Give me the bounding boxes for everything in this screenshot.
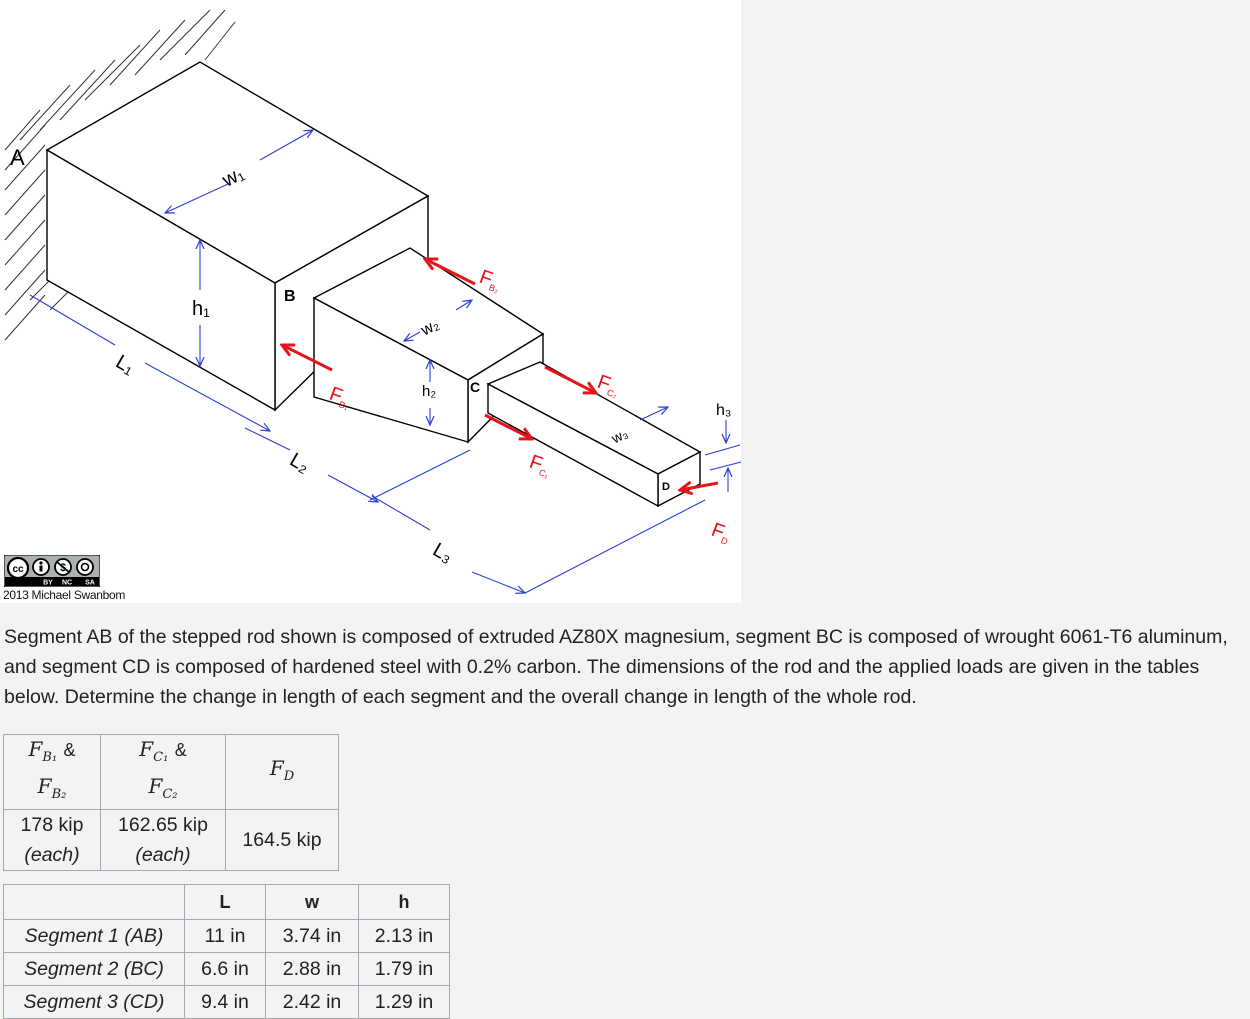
label-l1: L₁: [112, 351, 139, 379]
force-arrow-fd: [680, 483, 719, 490]
nc-text: NC: [62, 580, 72, 587]
loads-header-row: FB₁ & FB₂ FC₁ & FC₂ FD: [3, 734, 339, 810]
width-value: 2.88 in: [265, 952, 359, 986]
segment-ab-block: [45, 61, 430, 412]
label-w2: w₂: [417, 316, 442, 340]
label-fc1: FC₁: [526, 451, 554, 480]
header-fb: FB₁ & FB₂: [3, 734, 101, 810]
by-text: BY: [43, 580, 53, 587]
width-value: 2.42 in: [265, 985, 359, 1019]
value-fb: 178 kip(each): [3, 809, 101, 871]
wall-hatching: [4, 9, 236, 341]
height-value: 2.13 in: [358, 919, 450, 953]
length-value: 9.4 in: [184, 985, 266, 1019]
problem-statement: Segment AB of the stepped rod shown is c…: [4, 626, 1228, 708]
label-b: B: [284, 288, 296, 305]
stepped-rod-diagram: A B C D w₁ w₂ w₃ h₁ h₂ h₃ L₁ L₂ L₃ FB₂ F…: [4, 9, 741, 603]
force-arrow-fc2: [544, 365, 596, 393]
rod-figure: A B C D w₁ w₂ w₃ h₁ h₂ h₃ L₁ L₂ L₃ FB₂ F…: [0, 0, 741, 603]
segment-cd-block: [486, 361, 702, 508]
label-h3: h₃: [716, 402, 731, 419]
height-value: 1.29 in: [358, 985, 450, 1019]
cc-license-badge: cc $ BY NC SA: [4, 555, 100, 587]
length-value: 11 in: [184, 919, 266, 953]
height-value: 1.79 in: [358, 952, 450, 986]
length-value: 6.6 in: [184, 952, 266, 986]
image-credit: 2013 Michael Swanbom: [3, 588, 126, 602]
label-fb2: FB₂: [476, 266, 505, 295]
segment-name: Segment 1 (AB): [3, 919, 185, 953]
dimension-lines: [29, 130, 741, 593]
segment-name: Segment 3 (CD): [3, 985, 185, 1019]
segment-name: Segment 2 (BC): [3, 952, 185, 986]
header-w: w: [265, 884, 359, 920]
header-fd: FD: [225, 734, 339, 810]
dimensions-table: L w h Segment 1 (AB) 11 in 3.74 in 2.13 …: [3, 884, 450, 1019]
value-fc: 162.65 kip(each): [100, 809, 226, 871]
cc-text: cc: [12, 564, 24, 575]
width-value: 3.74 in: [265, 919, 359, 953]
label-h2: h₂: [422, 383, 436, 400]
share-alike-icon: [76, 558, 94, 576]
loads-table: FB₁ & FB₂ FC₁ & FC₂ FD 178 kip(each) 162…: [3, 734, 339, 871]
header-blank: [3, 884, 185, 920]
header-h: h: [358, 884, 450, 920]
force-arrows: [282, 259, 719, 490]
label-fd: FD: [708, 519, 734, 547]
label-l3: L₃: [429, 539, 457, 568]
table-row: Segment 2 (BC) 6.6 in 2.88 in 1.79 in: [3, 952, 450, 986]
table-row: Segment 1 (AB) 11 in 3.74 in 2.13 in: [3, 919, 450, 953]
label-fc2: FC₂: [594, 371, 623, 400]
loads-value-row: 178 kip(each) 162.65 kip(each) 164.5 kip: [3, 809, 339, 871]
label-a: A: [10, 145, 25, 170]
value-fd: 164.5 kip: [225, 809, 339, 871]
force-arrow-fb2: [425, 259, 476, 286]
label-fb1: FB₁: [326, 383, 354, 412]
label-l2: L₂: [286, 449, 313, 477]
header-fc: FC₁ & FC₂: [100, 734, 226, 810]
force-arrow-fb1: [282, 345, 333, 372]
label-c: C: [470, 379, 480, 395]
label-w3: w₃: [608, 425, 630, 447]
label-d: D: [662, 481, 670, 493]
header-l: L: [184, 884, 266, 920]
label-h1: h₁: [192, 298, 210, 320]
dims-header-row: L w h: [3, 884, 450, 920]
table-row: Segment 3 (CD) 9.4 in 2.42 in 1.29 in: [3, 985, 450, 1019]
sa-text: SA: [85, 580, 95, 587]
force-arrow-fc1: [484, 413, 532, 439]
